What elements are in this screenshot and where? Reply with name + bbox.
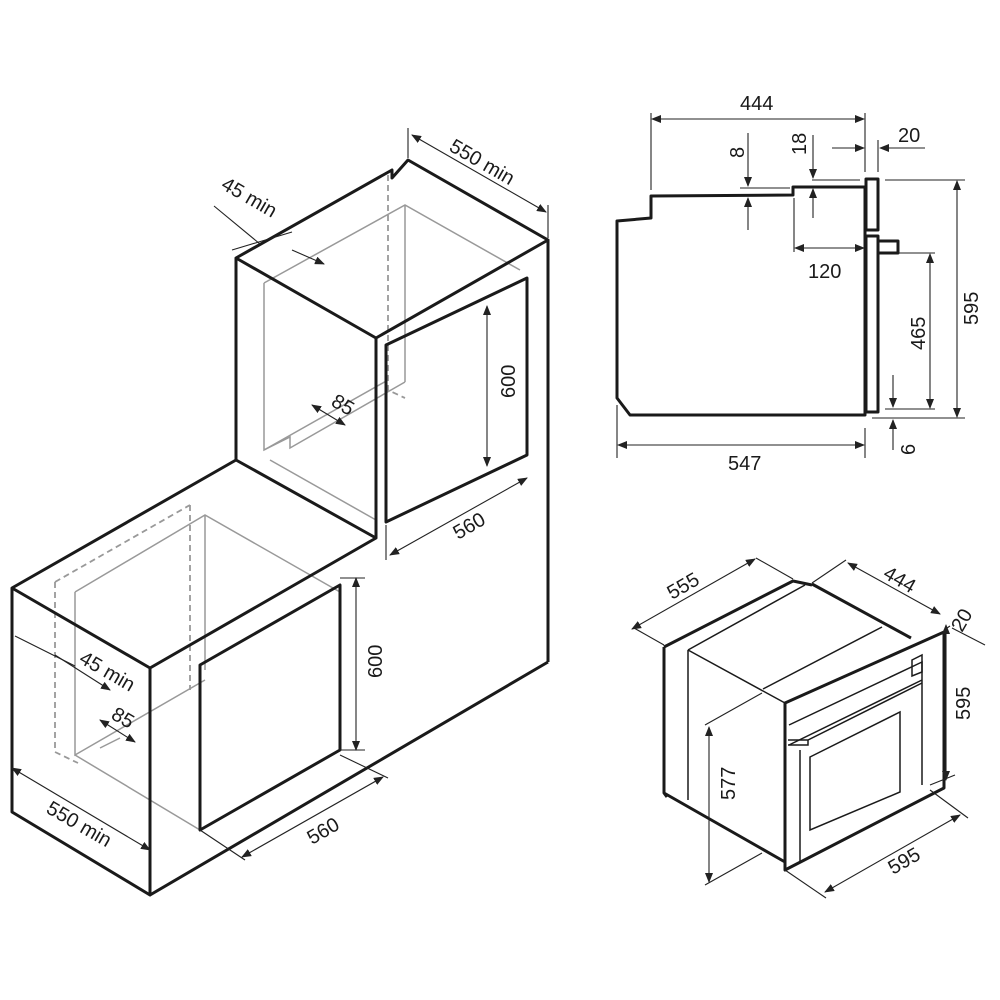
lower-cabinet-outline <box>10 458 549 897</box>
lower-height-label: 600 <box>365 645 387 678</box>
perspective-height-label: 595 <box>953 687 975 720</box>
cabinet-view: 550 min 45 min 600 85 560 600 45 min 85 … <box>10 128 550 897</box>
control-panel-side <box>864 177 880 232</box>
depth-label: 555 <box>664 569 704 605</box>
control-knob <box>911 653 923 678</box>
depth-total-label: 547 <box>728 453 761 475</box>
body-height-label: 577 <box>718 767 740 800</box>
knob-side <box>876 239 900 255</box>
perspective-door-label: 20 <box>947 605 977 635</box>
bottom-offset-label: 6 <box>898 444 920 455</box>
oven-front-panel <box>783 630 946 872</box>
oven-handle <box>788 682 923 746</box>
door-label: 20 <box>898 125 920 147</box>
upper-opening <box>384 276 529 524</box>
height-label: 595 <box>961 292 983 325</box>
step2-label: 18 <box>789 133 811 155</box>
upper-cavity-hidden-lines <box>263 175 521 521</box>
oven-housing <box>662 579 813 864</box>
depth-top-label: 444 <box>740 93 773 115</box>
upper-width-label: 560 <box>450 509 490 545</box>
knob-height-label: 465 <box>908 317 930 350</box>
width-label: 595 <box>885 844 925 880</box>
lower-opening <box>198 583 342 832</box>
upper-depth-label: 550 min <box>446 135 519 190</box>
upper-column-outline <box>234 158 550 662</box>
upper-height-label: 600 <box>498 365 520 398</box>
side-view: 444 8 18 20 120 595 465 6 547 <box>615 93 983 475</box>
lower-depth-label: 550 min <box>43 797 116 852</box>
upper-vent-label: 85 <box>328 390 358 420</box>
lower-vent-label: 85 <box>108 703 138 733</box>
step-label: 8 <box>727 147 749 158</box>
body-depth-label: 444 <box>880 562 920 598</box>
oven-window <box>809 710 901 832</box>
door-side <box>864 234 880 414</box>
panel-label: 120 <box>808 261 841 283</box>
perspective-view: 555 444 20 595 577 595 <box>631 557 986 899</box>
oven-top <box>811 582 912 640</box>
upper-gap-label: 45 min <box>218 173 281 222</box>
oven-body-side <box>615 185 867 417</box>
